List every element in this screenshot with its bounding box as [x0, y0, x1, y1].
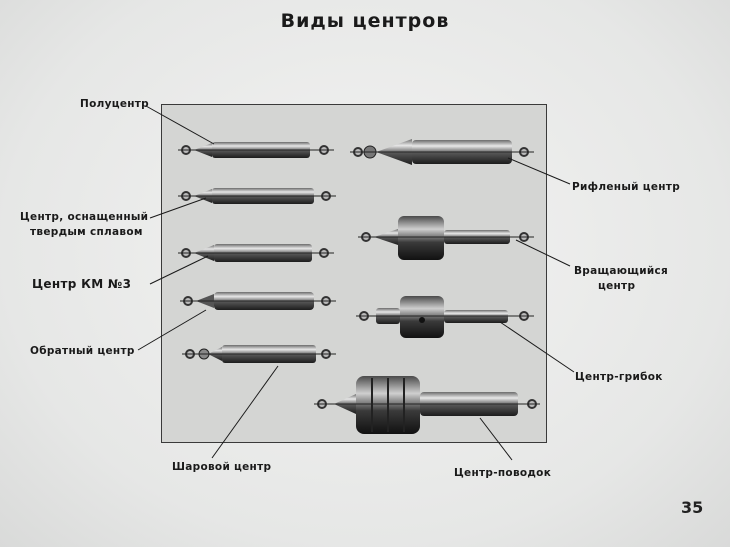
driver-center-tool [314, 376, 540, 434]
serrated-center-tool [350, 139, 534, 165]
label-km3-center: Центр КМ №3 [32, 277, 132, 291]
label-ball-center: Шаровой центр [172, 461, 272, 473]
label-serrated-center: Рифленый центр [572, 181, 681, 193]
label-mushroom-center: Центр-грибок [575, 371, 663, 383]
label-half-center: Полуцентр [80, 98, 149, 110]
label-rotating-center-line1: Вращающийся [574, 265, 669, 277]
reverse-center-tool [180, 292, 336, 310]
leader-lines [137, 105, 575, 461]
label-driver-center: Центр-поводок [454, 467, 552, 479]
rotating-center-tool [358, 216, 534, 260]
label-carbide-center-line1: Центр, оснащенный [20, 211, 149, 223]
label-rotating-center-line2: центр [598, 280, 636, 292]
ball-center-tool [182, 345, 336, 363]
page-number: 35 [681, 498, 704, 517]
slide-title: Виды центров [280, 10, 450, 32]
mushroom-center-tool [356, 296, 534, 338]
label-reverse-center: Обратный центр [30, 345, 135, 357]
km3-center-tool [178, 244, 334, 262]
carbide-center-tool [178, 188, 336, 204]
half-center-tool [178, 142, 334, 158]
label-carbide-center-line2: твердым сплавом [30, 226, 143, 238]
